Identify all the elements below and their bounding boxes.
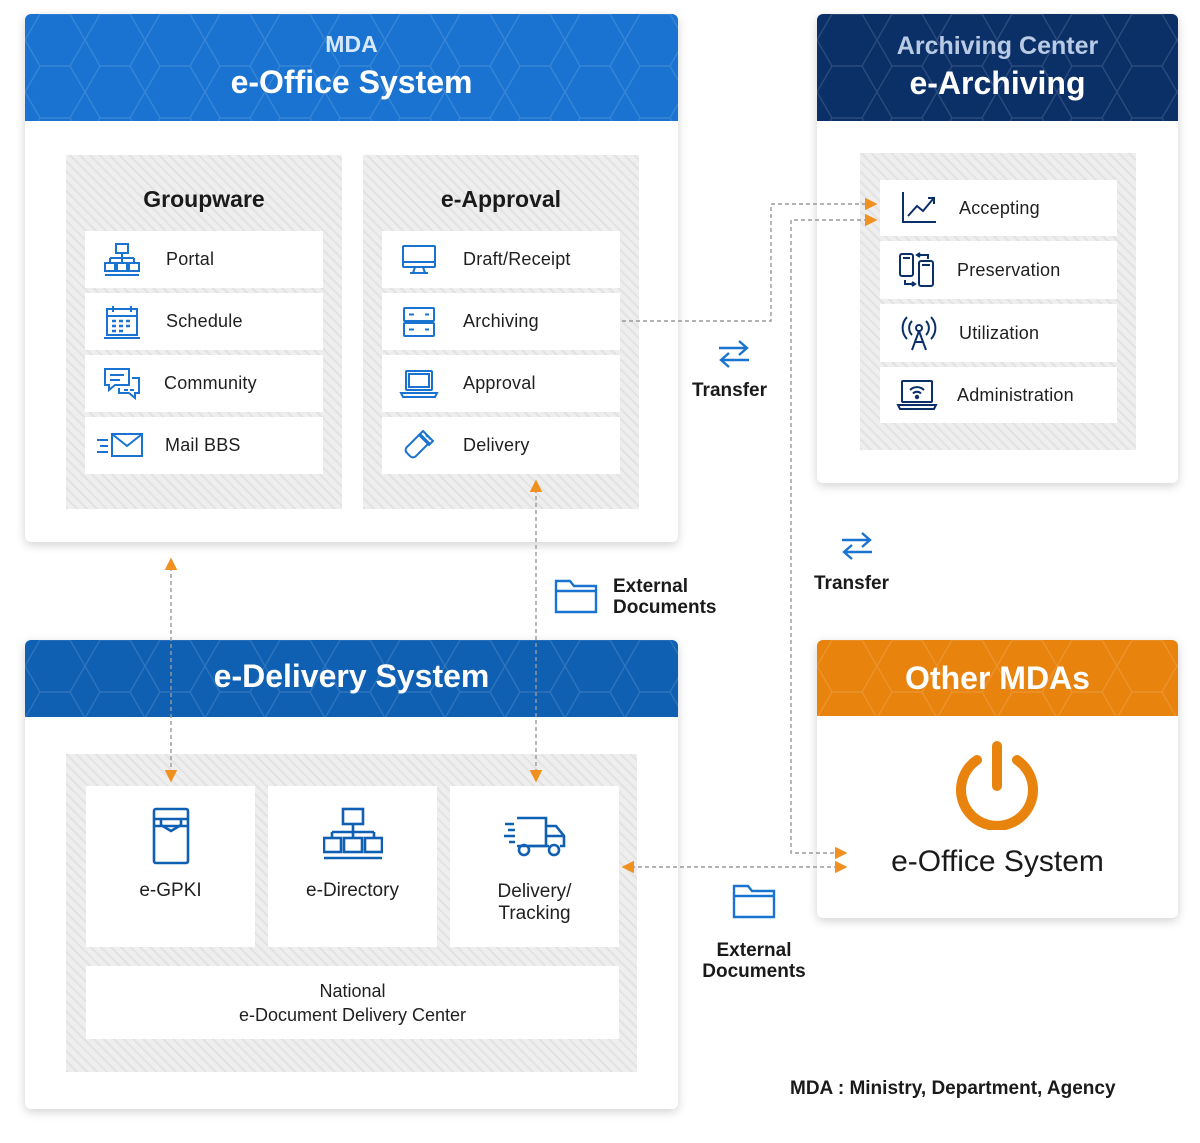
other-mdas-panel: Other MDAs e-Office System [817, 640, 1178, 918]
archiving-item-administration[interactable]: Administration [880, 367, 1117, 423]
mda-panel-header: MDA e-Office System [25, 14, 678, 121]
external-documents-bottom-line1: External [716, 940, 792, 961]
e-delivery-components-group: e-GPKI e-Directory Delivery/ Tracking Na… [66, 754, 637, 1072]
e-approval-item-approval[interactable]: Approval [382, 355, 620, 412]
server-icon [398, 301, 440, 343]
chat-icon [101, 363, 143, 405]
tile-delivery-tracking[interactable]: Delivery/ Tracking [450, 786, 619, 947]
other-mdas-title: Other MDAs [905, 660, 1090, 696]
archiving-panel-title: e-Archiving [909, 65, 1086, 101]
tile-e-gpki[interactable]: e-GPKI [86, 786, 255, 947]
e-approval-item-label: Draft/Receipt [463, 249, 571, 269]
calendar-icon [101, 301, 143, 343]
e-approval-group: e-Approval Draft/Receipt Archiving Appro… [363, 155, 639, 509]
groupware-item-portal[interactable]: Portal [85, 231, 323, 288]
server-tower-icon [86, 807, 255, 865]
other-mdas-system-label: e-Office System [891, 845, 1104, 878]
external-documents-bottom-line2: Documents [702, 961, 806, 982]
tile-label: e-GPKI [139, 880, 202, 901]
groupware-item-label: Mail BBS [165, 435, 241, 455]
groupware-item-label: Portal [166, 249, 215, 269]
transfer-top-label: Transfer [692, 380, 767, 401]
external-documents-mid-line2: Documents [613, 597, 717, 618]
groupware-group: Groupware Portal Schedule Community Mail… [66, 155, 342, 509]
transfer-mid-label: Transfer [814, 573, 889, 594]
mda-panel-title: e-Office System [230, 64, 473, 100]
archiving-item-label: Utilization [959, 322, 1040, 343]
e-approval-item-label: Delivery [463, 435, 530, 455]
national-delivery-center[interactable]: National e-Document Delivery Center [86, 966, 619, 1039]
directory-tree-icon [268, 807, 437, 863]
e-approval-item-label: Approval [463, 373, 536, 393]
e-approval-item-delivery[interactable]: Delivery [382, 417, 620, 474]
monitor-icon [398, 239, 440, 281]
laptop-icon [398, 363, 440, 405]
footnote: MDA : Ministry, Department, Agency [790, 1078, 1116, 1099]
line-chart-icon [898, 187, 940, 229]
e-delivery-panel-title: e-Delivery System [213, 658, 490, 694]
other-mdas-header: Other MDAs [817, 640, 1178, 716]
groupware-item-label: Schedule [166, 311, 243, 331]
tile-e-directory[interactable]: e-Directory [268, 786, 437, 947]
e-approval-title: e-Approval [440, 186, 562, 212]
usb-drive-icon [398, 425, 440, 467]
sync-devices-icon [896, 249, 938, 291]
tile-label-line2: Tracking [498, 903, 571, 924]
e-approval-item-label: Archiving [463, 311, 539, 331]
archiving-functions-group: Accepting Preservation Utilization Admin… [860, 153, 1136, 450]
archiving-item-label: Accepting [959, 197, 1040, 218]
archiving-item-accepting[interactable]: Accepting [880, 180, 1117, 236]
transfer-arrows-icon [716, 337, 752, 376]
e-delivery-panel-header: e-Delivery System [25, 640, 678, 717]
archiving-panel-subtitle: Archiving Center [896, 32, 1099, 60]
mda-eoffice-panel: MDA e-Office System Groupware Portal Sch… [25, 14, 678, 542]
wifi-laptop-icon [896, 374, 938, 416]
delivery-truck-icon [450, 814, 619, 860]
mail-icon [95, 425, 145, 467]
center-line1: National [319, 981, 386, 1001]
external-documents-mid-line1: External [613, 576, 688, 597]
e-approval-item-archiving[interactable]: Archiving [382, 293, 620, 350]
archiving-item-utilization[interactable]: Utilization [880, 304, 1117, 362]
sitemap-icon [101, 239, 143, 281]
archiving-center-panel: Archiving Center e-Archiving Accepting P… [817, 14, 1178, 483]
groupware-item-schedule[interactable]: Schedule [85, 293, 323, 350]
archiving-item-preservation[interactable]: Preservation [880, 241, 1117, 299]
transfer-arrows-icon [839, 529, 875, 568]
tile-label: e-Directory [306, 880, 399, 901]
e-delivery-panel: e-Delivery System e-GPKI e-Directory Del… [25, 640, 678, 1109]
folder-icon [554, 575, 598, 620]
folder-icon [732, 880, 776, 925]
groupware-title: Groupware [143, 186, 265, 212]
tile-label-line1: Delivery/ [497, 881, 572, 902]
archiving-panel-header: Archiving Center e-Archiving [817, 14, 1178, 121]
groupware-item-community[interactable]: Community [85, 355, 323, 412]
archiving-item-label: Preservation [957, 259, 1061, 280]
power-icon [953, 738, 1041, 835]
antenna-icon [898, 312, 940, 354]
archiving-item-label: Administration [957, 384, 1074, 405]
groupware-item-label: Community [164, 373, 257, 393]
groupware-item-mail-bbs[interactable]: Mail BBS [85, 417, 323, 474]
e-approval-item-draft-receipt[interactable]: Draft/Receipt [382, 231, 620, 288]
mda-panel-subtitle: MDA [325, 31, 378, 57]
center-line2: e-Document Delivery Center [238, 1005, 467, 1025]
